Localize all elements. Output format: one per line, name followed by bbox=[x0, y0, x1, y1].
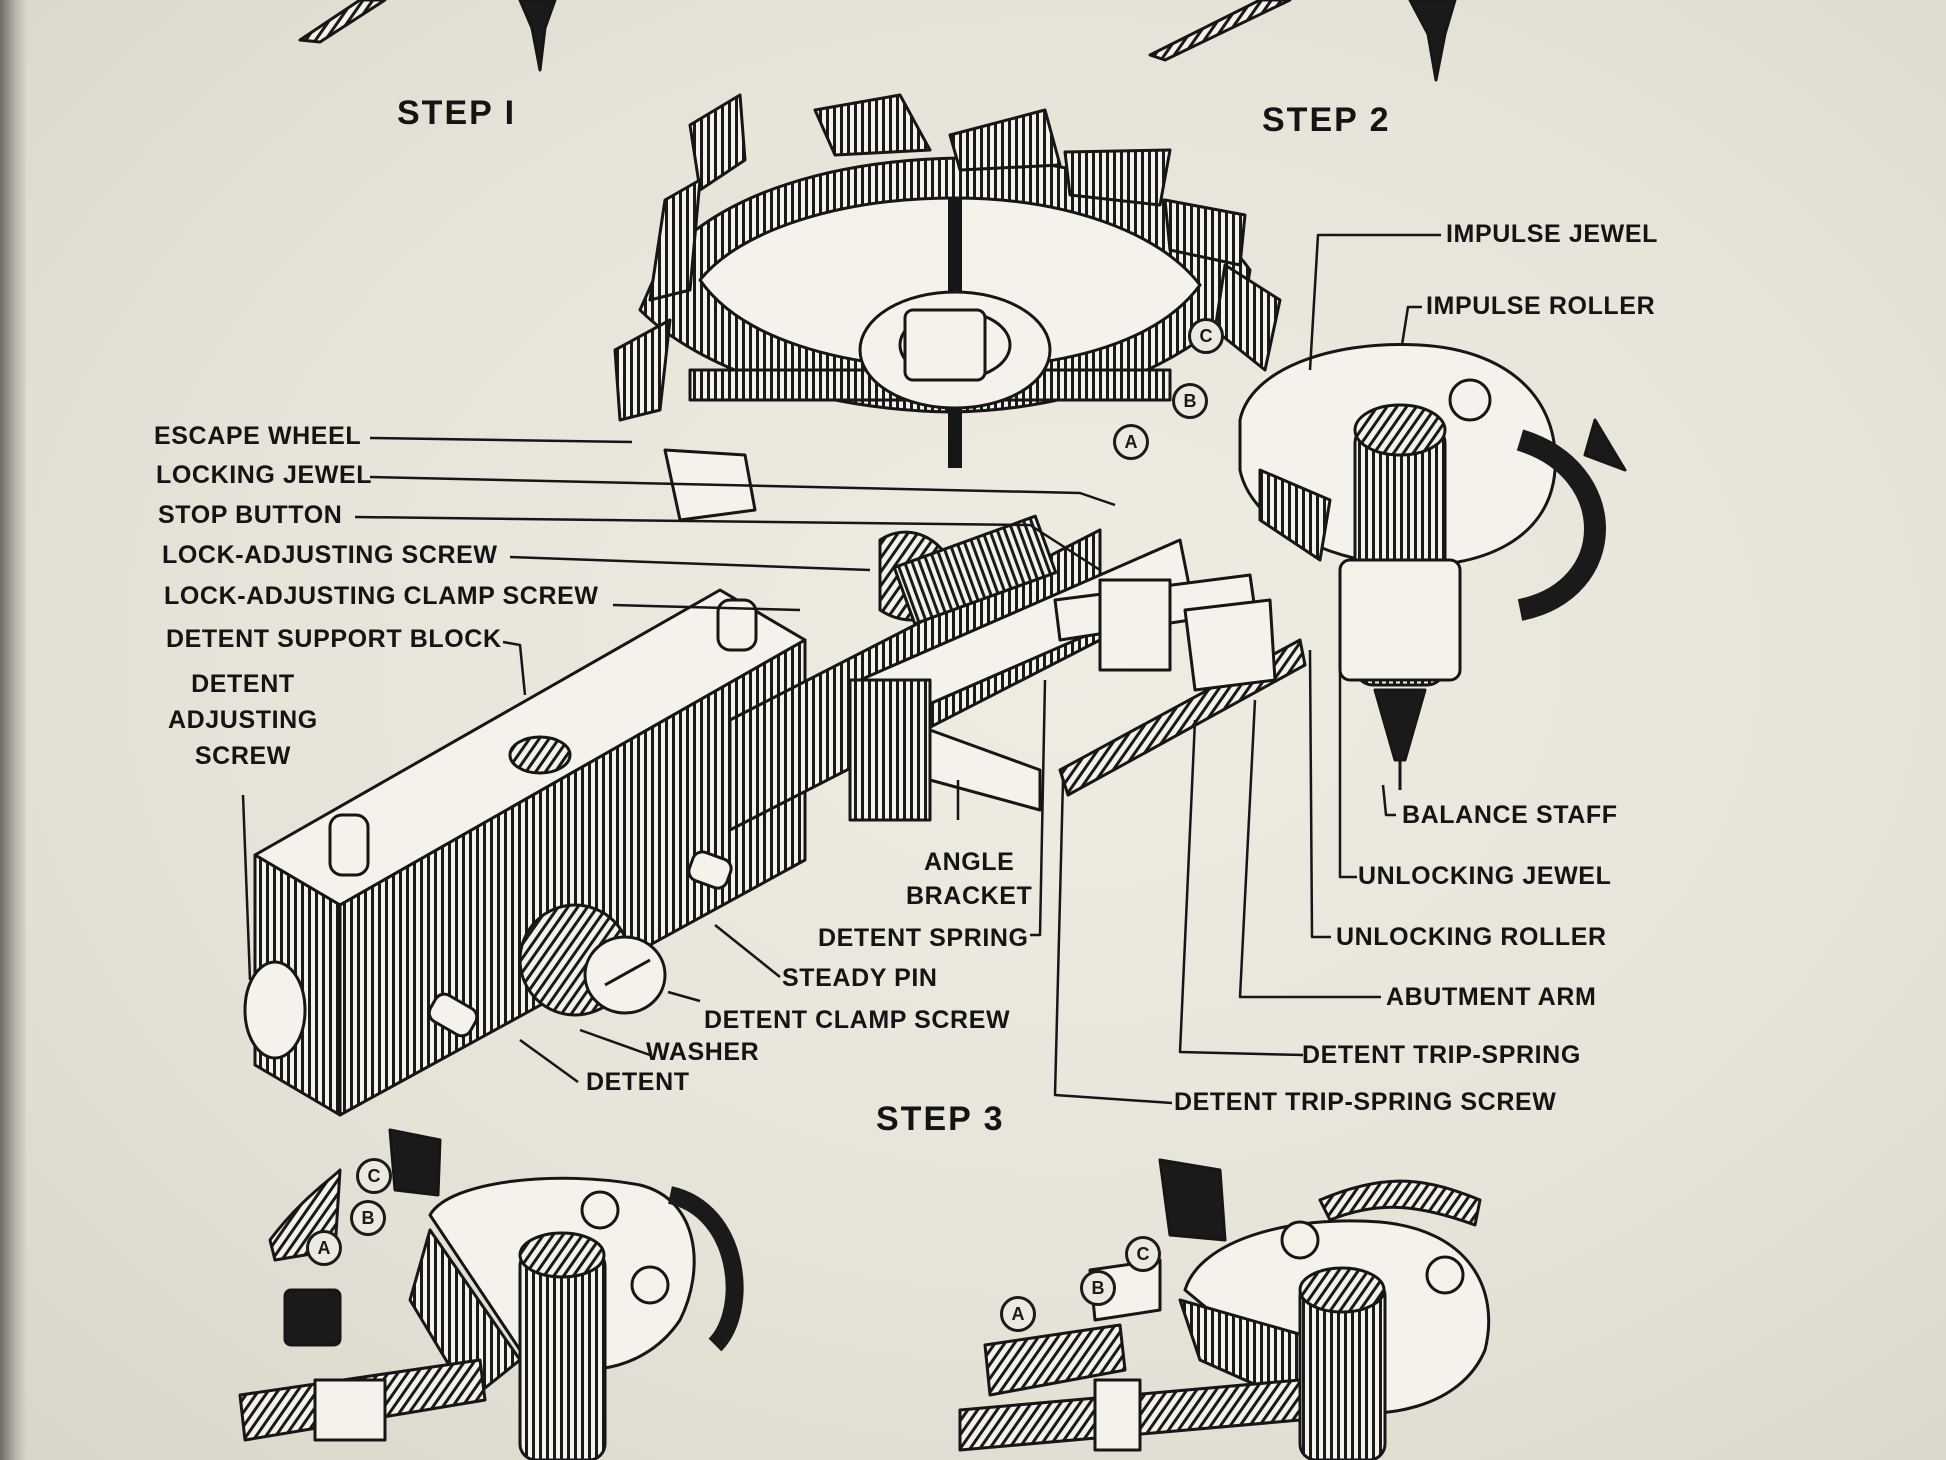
impulse-jewel-label: IMPULSE JEWEL bbox=[1446, 220, 1658, 248]
marker-b: B bbox=[1172, 383, 1208, 419]
marker-c-step3-right: C bbox=[1125, 1236, 1161, 1272]
leader-lines bbox=[241, 233, 1441, 1105]
marker-c-step3-left: C bbox=[356, 1158, 392, 1194]
detent-label: DETENT bbox=[586, 1068, 690, 1096]
marker-a: A bbox=[1113, 424, 1149, 460]
balance-roller-drawing bbox=[1238, 342, 1627, 790]
step3-heading: STEP 3 bbox=[876, 1100, 1005, 1138]
locking-jewel-label: LOCKING JEWEL bbox=[156, 461, 373, 489]
impulse-roller-label: IMPULSE ROLLER bbox=[1426, 292, 1656, 320]
marker-a-step3-left: A bbox=[306, 1230, 342, 1266]
detent-assembly-drawing bbox=[243, 514, 1307, 1117]
lock-adjusting-clamp-screw-label: LOCK-ADJUSTING CLAMP SCREW bbox=[164, 582, 599, 610]
lock-adjusting-screw-label: LOCK-ADJUSTING SCREW bbox=[162, 541, 498, 569]
detent-support-block-label: DETENT SUPPORT BLOCK bbox=[166, 625, 502, 653]
step3-left-drawing bbox=[238, 1128, 744, 1460]
detent-spring-label: DETENT SPRING bbox=[818, 924, 1029, 952]
detent-clamp-screw-label: DETENT CLAMP SCREW bbox=[704, 1006, 1011, 1034]
step3-right-drawing bbox=[958, 1158, 1491, 1460]
escape-wheel-drawing bbox=[613, 93, 1282, 522]
step1-heading: STEP I bbox=[397, 94, 517, 132]
unlocking-jewel-label: UNLOCKING JEWEL bbox=[1358, 862, 1612, 890]
washer-label: WASHER bbox=[646, 1038, 760, 1066]
detent-adjusting-screw-label: DETENT ADJUSTING SCREW bbox=[168, 670, 318, 770]
marker-c: C bbox=[1188, 318, 1224, 354]
detent-trip-spring-label: DETENT TRIP-SPRING bbox=[1302, 1041, 1581, 1069]
angle-bracket-label: ANGLE BRACKET bbox=[906, 848, 1033, 910]
steady-pin-label: STEADY PIN bbox=[782, 964, 938, 992]
abutment-arm-label: ABUTMENT ARM bbox=[1386, 983, 1597, 1011]
step2-heading: STEP 2 bbox=[1262, 101, 1391, 139]
stop-button-label: STOP BUTTON bbox=[158, 501, 343, 529]
marker-b-step3-left: B bbox=[350, 1200, 386, 1236]
marker-a-step3-right: A bbox=[1000, 1296, 1036, 1332]
escape-wheel-label: ESCAPE WHEEL bbox=[154, 422, 362, 450]
step1-top-fragment bbox=[298, 0, 557, 72]
step2-top-fragment bbox=[1148, 0, 1457, 82]
monitor-bezel-edge bbox=[0, 0, 26, 1460]
detent-trip-spring-screw-label: DETENT TRIP-SPRING SCREW bbox=[1174, 1088, 1557, 1116]
unlocking-roller-label: UNLOCKING ROLLER bbox=[1336, 923, 1607, 951]
balance-staff-label: BALANCE STAFF bbox=[1402, 801, 1618, 829]
marker-b-step3-right: B bbox=[1080, 1270, 1116, 1306]
